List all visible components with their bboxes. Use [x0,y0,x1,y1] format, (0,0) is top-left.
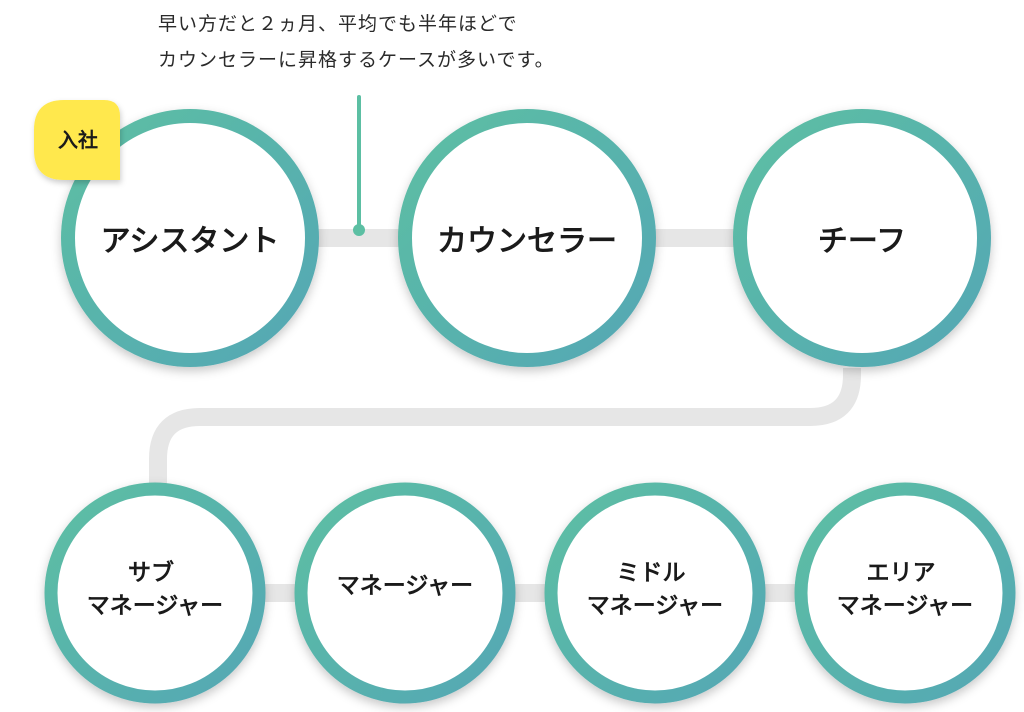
step-node-area-manager [794,482,1016,704]
step-ring-area-manager [794,482,1016,704]
step-label-area-manager: エリア マネージャー [837,560,973,619]
note-text: 早い方だと２ヵ月、平均でも半年ほどで カウンセラーに昇格するケースが多いです。 [158,13,555,71]
step-node-assistant [61,109,319,367]
step-label-sub-manager-line-2: マネージャー [87,593,223,619]
step-label-middle-manager-line-2: マネージャー [587,593,723,619]
step-node-chief [733,109,991,367]
step-node-sub-manager [44,482,266,704]
step-ring-middle-manager [544,482,766,704]
connector-chief-sub-manager [149,368,861,488]
step-label-manager: マネージャー [337,573,473,599]
note-callout [353,95,365,236]
step-node-middle-manager [544,482,766,704]
entry-badge-label: 入社 [58,128,98,152]
step-ring-chief [733,109,991,367]
step-label-chief: チーフ [818,224,906,259]
step-label-middle-manager: ミドル マネージャー [587,560,723,619]
step-ring-manager [294,482,516,704]
step-labels: アシスタント カウンセラー チーフ サブ マネージャー マネージャー ミドル マ… [87,224,973,619]
step-label-sub-manager-line-1: サブ [128,559,174,586]
note-line-1: 早い方だと２ヵ月、平均でも半年ほどで [158,13,518,35]
step-label-counselor: カウンセラー [437,224,617,259]
note-callout-dot [353,224,365,236]
step-label-middle-manager-line-1: ミドル [616,560,685,586]
note-line-2: カウンセラーに昇格するケースが多いです。 [158,49,555,71]
step-ring-counselor [398,109,656,367]
step-node-counselor [398,109,656,367]
connector-assistant-counselor [318,229,400,247]
entry-badge [34,100,120,180]
step-label-area-manager-line-1: エリア [866,560,935,586]
entry-badge-shape [34,100,120,180]
step-ring-assistant [61,109,319,367]
step-label-area-manager-line-2: マネージャー [837,593,973,619]
step-nodes [44,109,1016,704]
step-node-manager [294,482,516,704]
connector-counselor-chief [654,229,736,247]
step-label-sub-manager: サブ マネージャー [87,559,223,619]
step-ring-sub-manager [44,482,266,704]
step-label-assistant: アシスタント [101,224,280,259]
